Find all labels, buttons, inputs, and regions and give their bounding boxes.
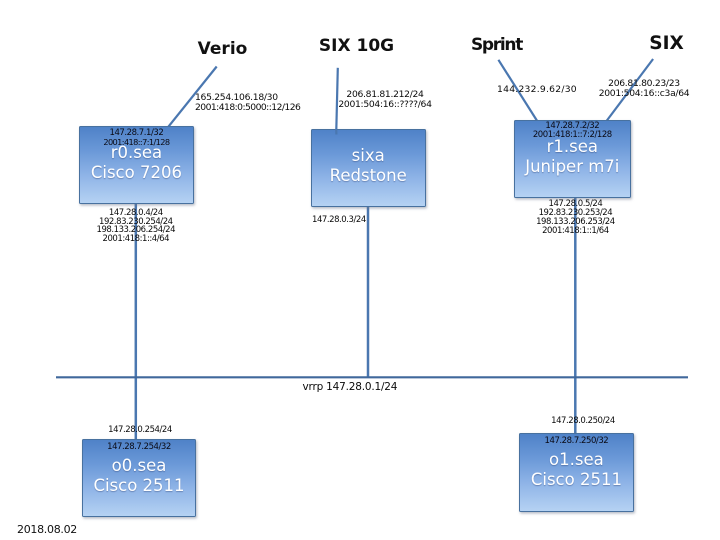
r1-lan-ip-4: 2001:418:1::1/64 (542, 225, 609, 236)
o0-lan-ip: 147.28.0.254/24 (108, 425, 172, 436)
vrrp-bus-label: vrrp 147.28.0.1/24 (302, 381, 398, 393)
six10g-link-line (335, 67, 339, 131)
verio-link-ip-1: 165.254.106.18/30 (195, 91, 278, 103)
r1-loopbacks: 147.28.7.2/32 2001:418:1::7:2/128 (515, 122, 630, 139)
router-node-r1[interactable]: 147.28.7.2/32 2001:418:1::7:2/128 r1.sea… (513, 120, 631, 199)
r1-lan-ips: 147.28.0.5/24 192.83.230.253/24 198.133.… (536, 200, 615, 235)
o1-model: Cisco 2511 (530, 470, 622, 490)
r1-lan-ip-1: 147.28.0.5/24 (548, 199, 603, 210)
o0-loopbacks: 147.28.7.254/32 (83, 443, 195, 452)
r0-loopback-v6: 2001:418::7:1/128 (103, 136, 170, 147)
r1-name: r1.sea (546, 137, 598, 157)
r0-lan-ip-1: 147.28.0.4/24 (108, 207, 163, 218)
r1-loopback-v6: 2001:418:1::7:2/128 (532, 129, 612, 140)
r1-model: Juniper m7i (525, 157, 620, 177)
r0-lan-ip-3: 198.133.206.254/24 (96, 225, 176, 236)
sixa-lan-ips: 147.28.0.3/24 (312, 214, 366, 225)
six-link-ip-2: 2001:504:16::c3a/64 (598, 87, 690, 99)
router-node-o1[interactable]: 147.28.7.250/32 o1.sea Cisco 2511 (519, 433, 634, 513)
router-node-r0[interactable]: 147.28.7.1/32 2001:418::7:1/128 r0.sea C… (79, 126, 194, 205)
o1-name: o1.sea (549, 450, 604, 470)
six-link-ips: 206.81.80.23/23 2001:504:16::c3a/64 (598, 77, 690, 100)
date-stamp: 2018.08.02 (17, 522, 77, 536)
r1-loopback-v4: 147.28.7.2/32 (545, 120, 600, 131)
r1-lan-ip-2: 192.83.230.253/24 (538, 207, 613, 218)
sprint-link-line (497, 59, 539, 122)
o0-loopback-v4: 147.28.7.254/32 (107, 442, 171, 453)
r0-loopback-v4: 147.28.7.1/32 (109, 127, 164, 138)
o1-loopback-v4: 147.28.7.250/32 (544, 435, 609, 446)
provider-label-verio: Verio (197, 38, 248, 59)
r0-model: Cisco 7206 (90, 163, 182, 183)
sprint-link-ip-1: 144.232.9.62/30 (497, 84, 577, 96)
o1-loopbacks: 147.28.7.250/32 (520, 435, 633, 446)
r0-lan-ip-4: 2001:418:1::4/64 (102, 234, 170, 245)
router-node-o0[interactable]: 147.28.7.254/32 o0.sea Cisco 2511 (82, 438, 196, 517)
o0-name: o0.sea (111, 455, 167, 475)
r0-lan-ips: 147.28.0.4/24 192.83.230.254/24 198.133.… (96, 207, 176, 245)
six10g-link-ip-2: 2001:504:16::????/64 (338, 98, 432, 110)
o0-model: Cisco 2511 (93, 475, 185, 495)
six10g-link-ip-1: 206.81.81.212/24 (346, 88, 424, 100)
verio-link-line (167, 65, 218, 128)
r0-loopbacks: 147.28.7.1/32 2001:418::7:1/128 (80, 129, 193, 146)
verio-link-ips: 165.254.106.18/30 2001:418:0:5000::12/12… (195, 91, 301, 114)
sixa-lan-ip-1: 147.28.0.3/24 (312, 214, 366, 225)
o1-lan-ip: 147.28.0.250/24 (551, 416, 615, 427)
provider-label-six: SIX (649, 32, 684, 54)
switch-node-sixa[interactable]: sixa Redstone (310, 129, 426, 207)
six-link-ip-1: 206.81.80.23/23 (608, 77, 680, 89)
provider-label-six10g: SIX 10G (318, 36, 395, 57)
r0-lan-ip-2: 192.83.230.254/24 (98, 216, 173, 227)
six-link-line (605, 58, 654, 122)
six10g-link-ips: 206.81.81.212/24 2001:504:16::????/64 (338, 88, 432, 111)
r0-name: r0.sea (110, 143, 163, 163)
sixa-model: Redstone (329, 165, 407, 185)
provider-label-sprint: Sprint (470, 35, 523, 55)
sprint-link-ips: 144.232.9.62/30 (497, 84, 577, 96)
sixa-name: sixa (351, 145, 385, 165)
r1-lan-ip-3: 198.133.206.253/24 (536, 216, 615, 227)
verio-link-ip-2: 2001:418:0:5000::12/126 (195, 102, 301, 114)
